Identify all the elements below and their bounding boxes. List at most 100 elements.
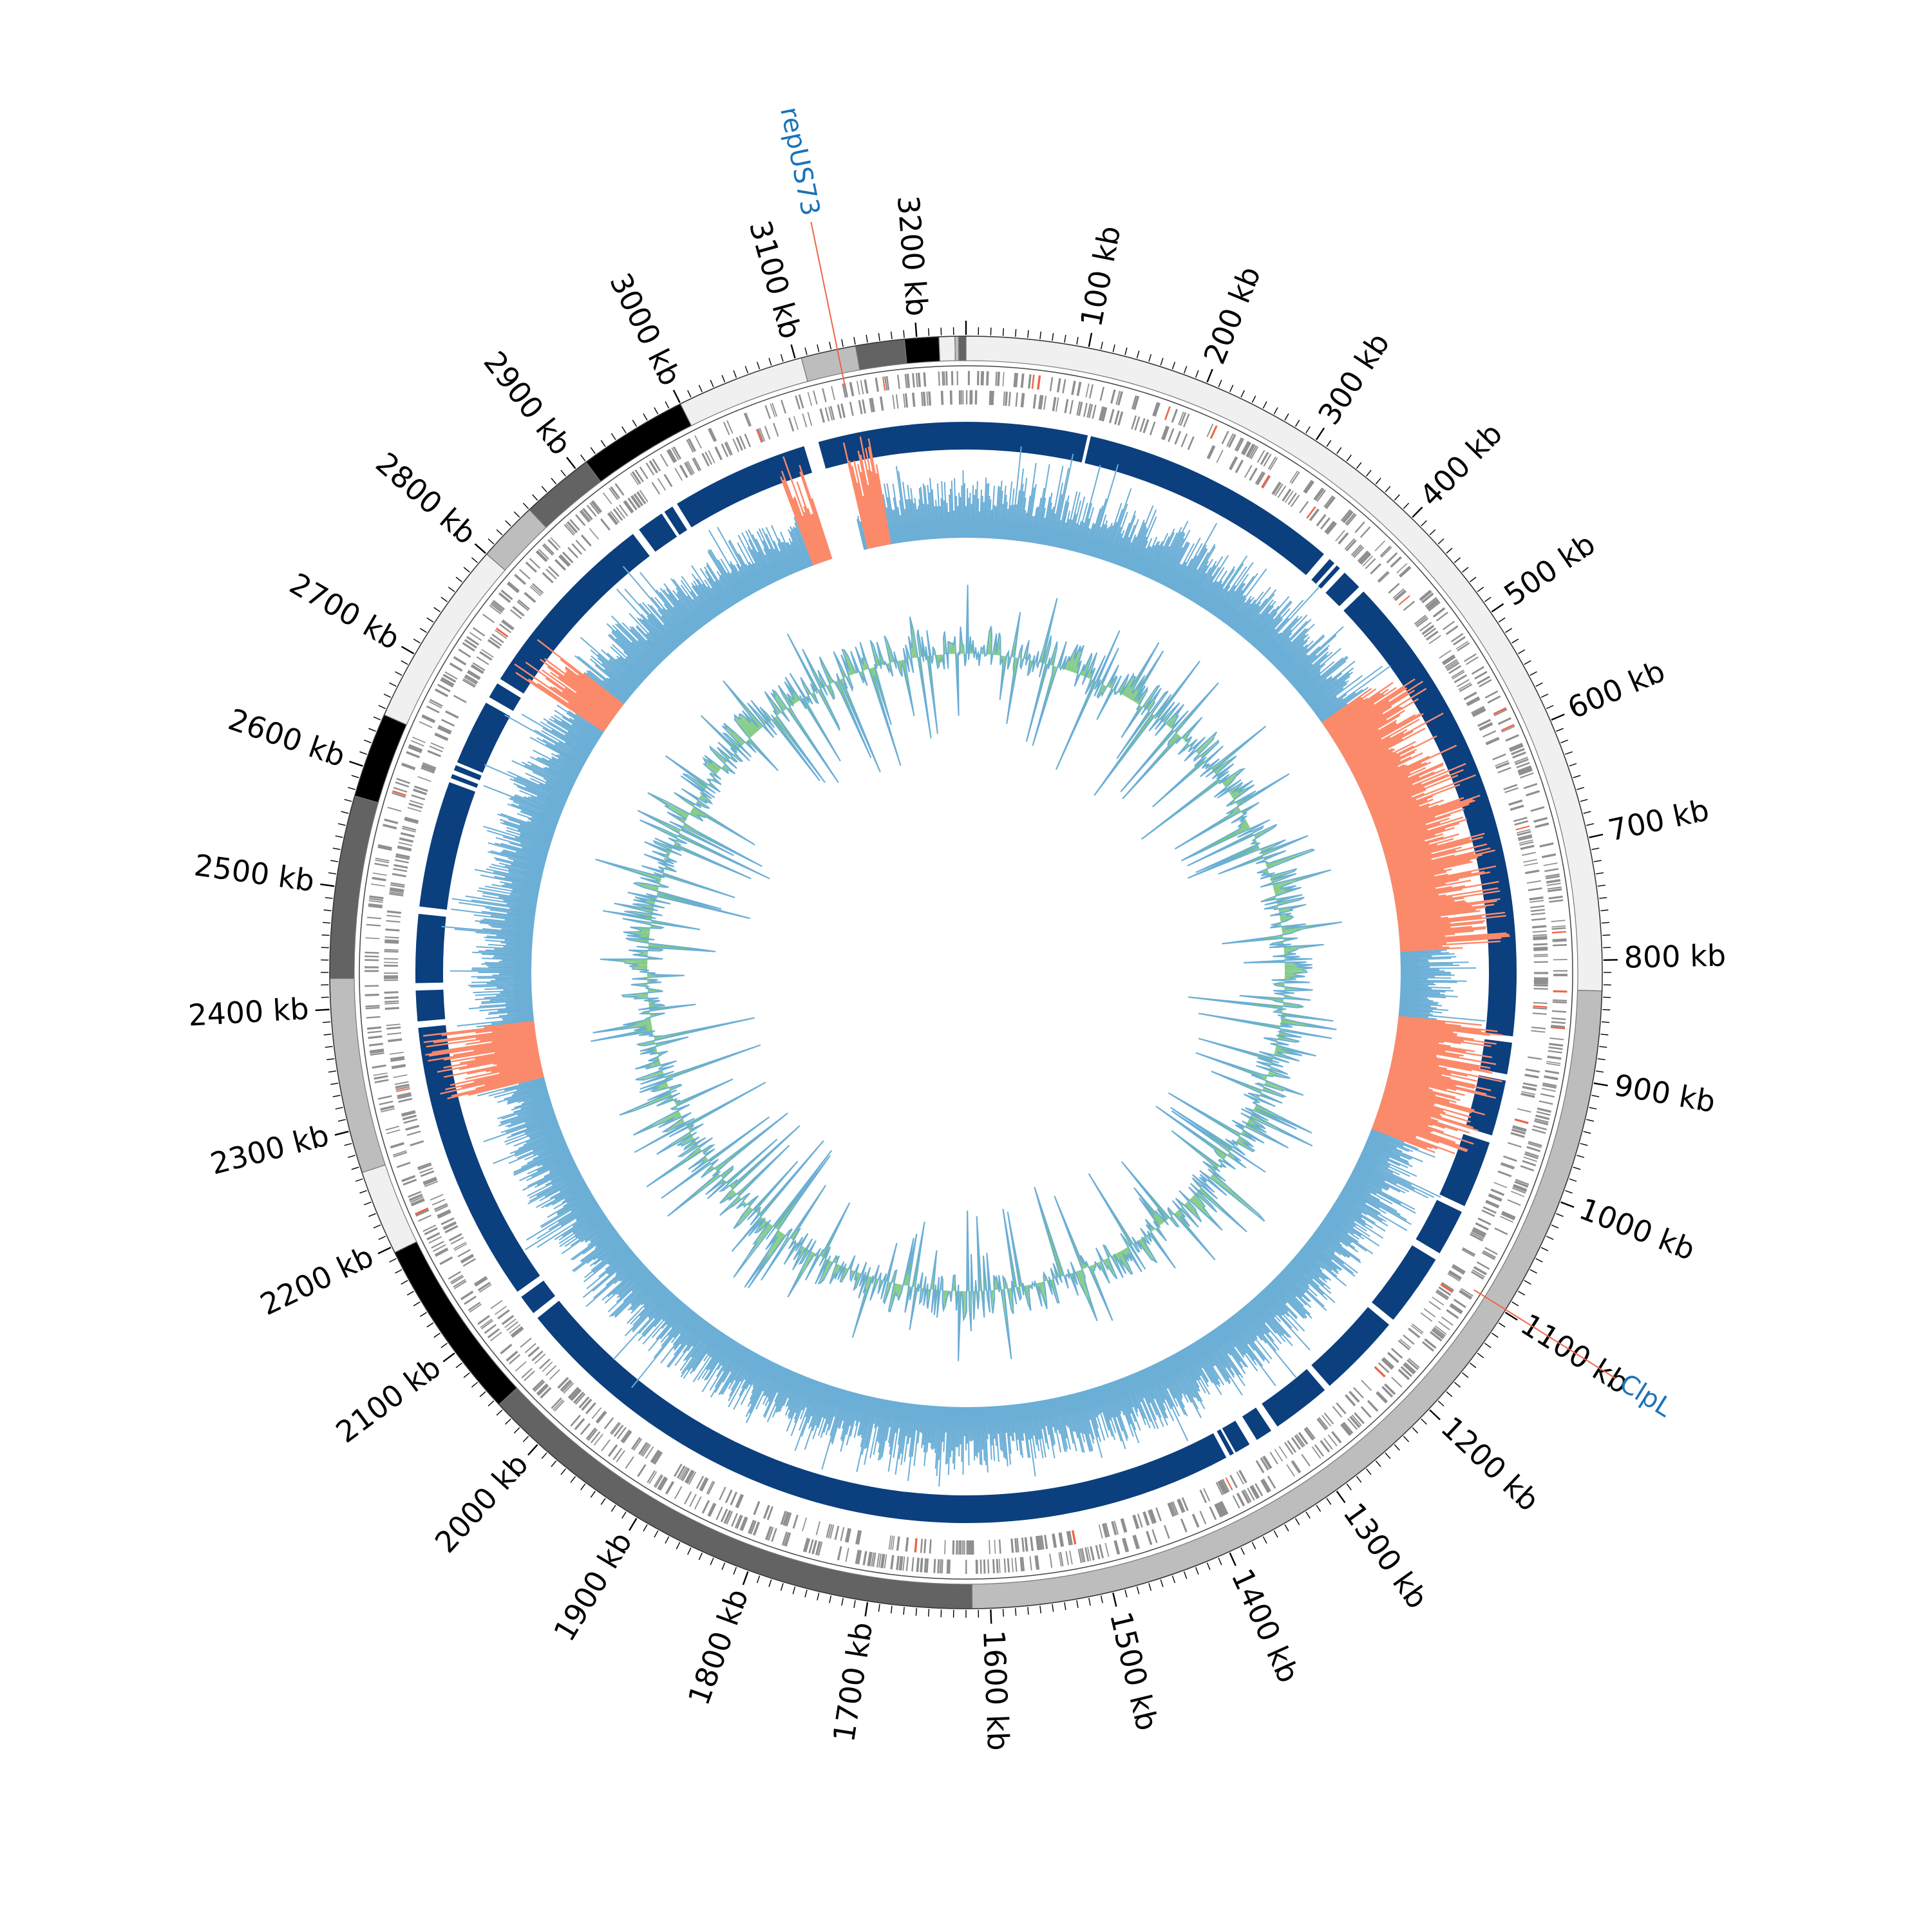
gene-feature [1168, 1502, 1175, 1517]
minor-tick [1492, 1332, 1499, 1338]
gene-feature [1551, 931, 1566, 934]
gene-feature [453, 656, 467, 666]
gene-feature [495, 627, 509, 638]
gene-feature [1291, 471, 1300, 484]
gene-feature [882, 376, 886, 391]
gene-feature [1241, 1490, 1251, 1504]
gene-feature [607, 1444, 618, 1457]
gene-feature [987, 1559, 990, 1574]
tick-label: 2900 kb [477, 345, 578, 461]
gene-feature [674, 468, 683, 481]
gene-feature [1301, 1454, 1311, 1466]
gene-feature [487, 639, 500, 649]
gene-feature [395, 1083, 410, 1089]
gene-feature [1052, 1533, 1057, 1548]
gene-feature [1552, 999, 1567, 1002]
gene-feature [390, 1056, 405, 1061]
gene-feature [445, 710, 459, 719]
gene-feature [1325, 522, 1337, 535]
gene-feature [1552, 1001, 1567, 1004]
gene-feature [876, 1553, 880, 1567]
tick-label: 300 kb [1311, 327, 1396, 431]
gene-feature [480, 1320, 493, 1330]
gene-feature [1497, 1170, 1512, 1178]
gene-feature [1134, 416, 1141, 431]
gene-feature [616, 1450, 625, 1463]
gene-feature [502, 619, 515, 629]
minor-tick [1229, 384, 1234, 393]
gene-feature [585, 1427, 596, 1440]
gene-feature [906, 374, 911, 388]
alignment-block [1084, 436, 1324, 576]
gene-feature [1305, 1426, 1316, 1439]
gene-feature [477, 1314, 490, 1325]
minor-tick [829, 1595, 832, 1604]
gene-feature [1391, 1376, 1403, 1388]
gene-feature [438, 724, 452, 734]
gene-feature [603, 1417, 614, 1430]
gene-feature [1533, 979, 1548, 982]
minor-tick [643, 1524, 648, 1532]
minor-tick [448, 587, 455, 592]
minor-tick [505, 1418, 511, 1425]
gene-feature [1552, 940, 1567, 942]
minor-tick [1462, 1372, 1469, 1378]
gene-feature [1520, 844, 1535, 850]
gene-feature [723, 421, 730, 435]
gene-feature [926, 391, 929, 406]
minor-tick [488, 1400, 495, 1406]
gene-feature [614, 483, 625, 496]
gene-feature [1516, 762, 1530, 769]
gene-feature [1360, 1406, 1372, 1418]
gene-feature [369, 895, 384, 900]
gene-feature [773, 422, 779, 437]
gene-feature [735, 1493, 743, 1508]
alignment-block [521, 1280, 556, 1313]
gene-feature [639, 489, 649, 502]
minor-tick [1540, 694, 1549, 698]
gene-feature [397, 1094, 412, 1099]
minor-tick [780, 1583, 784, 1591]
gene-feature [1551, 1021, 1566, 1024]
gene-feature [1541, 853, 1557, 858]
gene-feature [1287, 1440, 1297, 1453]
gene-feature [855, 1549, 860, 1564]
gene-feature [633, 493, 643, 507]
gene-feature [524, 592, 536, 603]
gene-feature [1226, 433, 1234, 447]
gene-feature [638, 1441, 649, 1455]
gene-feature [1446, 661, 1460, 672]
gene-feature [755, 428, 763, 443]
gene-feature [1544, 1070, 1560, 1075]
gene-feature [1533, 1005, 1548, 1008]
gene-feature [802, 1537, 809, 1552]
gene-feature [1153, 402, 1160, 417]
gene-feature [1546, 878, 1561, 884]
gene-feature [518, 569, 531, 580]
gene-feature [1533, 956, 1548, 958]
gene-feature [393, 1074, 408, 1078]
gene-feature [920, 1558, 923, 1573]
gene-feature [1199, 1511, 1207, 1525]
tick-label: 1700 kb [826, 1620, 879, 1745]
gene-feature [701, 453, 710, 467]
gene-feature [408, 746, 422, 753]
gene-feature [1439, 650, 1452, 659]
gene-feature [1064, 399, 1069, 413]
minor-tick [332, 848, 341, 850]
gene-feature [1553, 958, 1567, 961]
tick-label: 3200 kb [891, 194, 934, 317]
gene-feature [1260, 1457, 1269, 1471]
gene-feature [1524, 1151, 1539, 1157]
major-tick [1551, 714, 1565, 721]
gene-feature [531, 1350, 544, 1361]
gene-feature [652, 458, 661, 472]
gene-feature [1249, 1486, 1258, 1499]
minor-tick [337, 823, 346, 826]
minor-tick [756, 361, 761, 370]
minor-tick [335, 835, 343, 838]
gene-feature [1340, 509, 1351, 522]
gene-feature [1484, 1247, 1498, 1255]
gene-feature [1249, 445, 1257, 459]
gene-feature [888, 1535, 892, 1550]
